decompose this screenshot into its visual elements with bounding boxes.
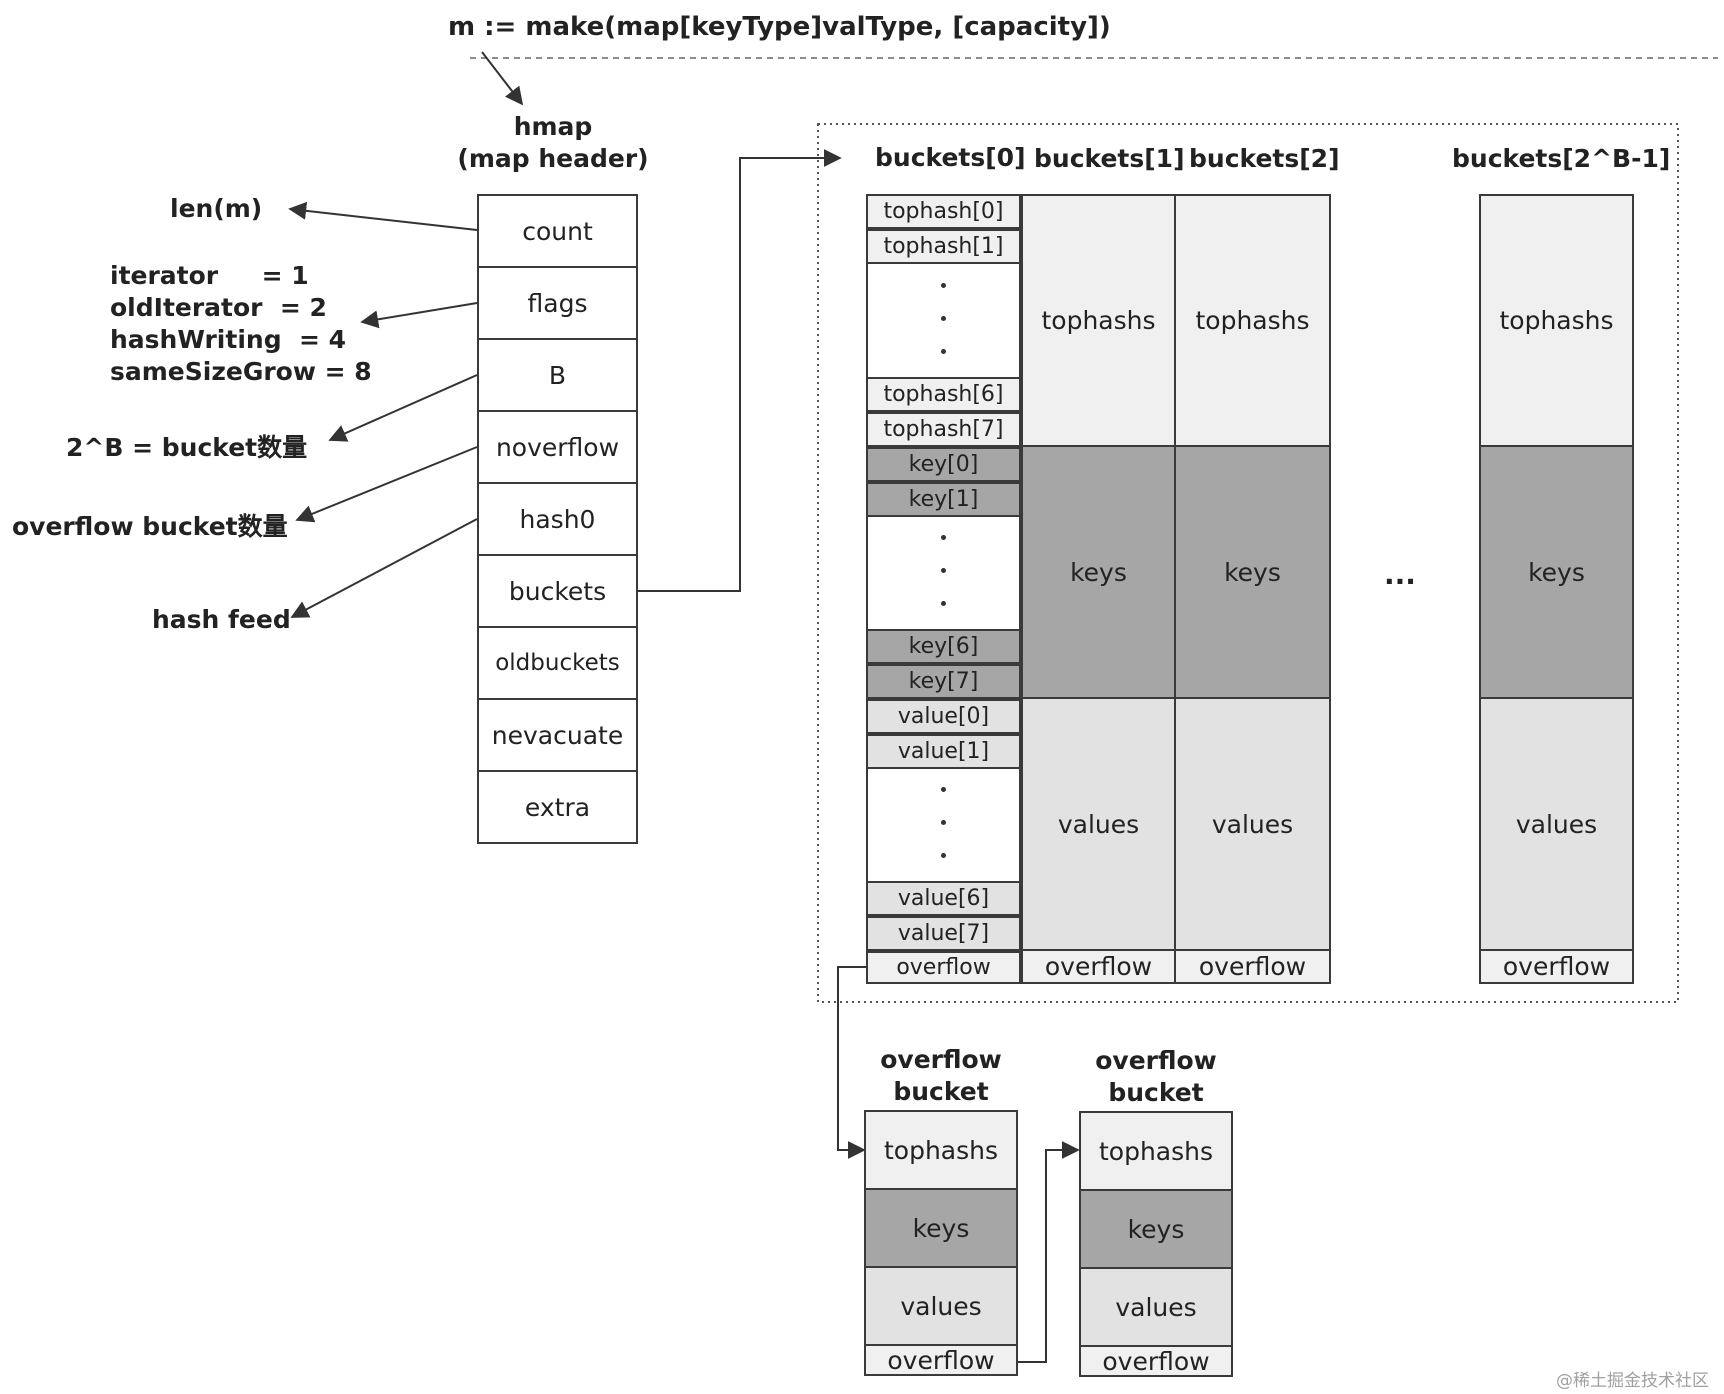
- hmap-field-nevacuate: nevacuate: [477, 698, 638, 772]
- bucket-last-tophashs: tophashs: [1479, 194, 1634, 447]
- hash0-to-annotation-arrow: [290, 518, 478, 618]
- flags-to-annotation-arrow: [360, 302, 478, 329]
- overflow-bucket-2-tophashs: tophashs: [1079, 1111, 1233, 1191]
- bucket-header-0: buckets[0]: [875, 143, 1026, 172]
- bucket0-overflow-arrow: [837, 966, 866, 1159]
- bucket-0-key-1: key[1]: [866, 482, 1021, 517]
- bucket-1-values: values: [1021, 697, 1176, 951]
- bucket-0-value-6: value[6]: [866, 881, 1021, 916]
- bucket-0-value-1: value[1]: [866, 734, 1021, 769]
- count-to-len-arrow: [288, 201, 478, 231]
- bucket-1-tophashs: tophashs: [1021, 194, 1176, 447]
- annotation-flag-hashwriting: hashWriting = 4: [110, 325, 347, 354]
- overflow-chain-arrow: [1016, 1141, 1080, 1363]
- hmap-field-oldbuckets: oldbuckets: [477, 626, 638, 700]
- bucket-last-values: values: [1479, 697, 1634, 951]
- bucket-0-value-ellipsis-dot: [941, 820, 946, 825]
- hmap-field-flags: flags: [477, 266, 638, 340]
- bucket-0-key-6: key[6]: [866, 629, 1021, 664]
- bucket-0-tophash-ellipsis-dot: [941, 283, 946, 288]
- annotation-hash-feed: hash feed: [152, 605, 291, 634]
- overflow-bucket-2-keys: keys: [1079, 1189, 1233, 1269]
- overflow-bucket-2-title-line2: bucket: [1108, 1078, 1204, 1107]
- bucket-2-keys: keys: [1174, 445, 1331, 699]
- bucket-0-value-ellipsis-dot: [941, 853, 946, 858]
- overflow-bucket-1-overflow: overflow: [864, 1344, 1018, 1376]
- hmap-subtitle: (map header): [457, 144, 649, 173]
- bucket-0-frame: [866, 194, 1021, 984]
- overflow-bucket-2-title-line1: overflow: [1095, 1046, 1217, 1075]
- buckets-pointer-arrow: [637, 149, 842, 592]
- annotation-bucket-count: 2^B = bucket数量: [66, 433, 308, 462]
- bucket-0-key-0: key[0]: [866, 447, 1021, 482]
- watermark: @稀土掘金技术社区: [1556, 1371, 1709, 1391]
- overflow-bucket-1-values: values: [864, 1266, 1018, 1346]
- bucket-0-key-7: key[7]: [866, 664, 1021, 699]
- hmap-field-buckets: buckets: [477, 554, 638, 628]
- hmap-field-b: B: [477, 338, 638, 412]
- bucket-header-2: buckets[2]: [1189, 144, 1340, 173]
- bucket-0-key-ellipsis-dot: [941, 601, 946, 606]
- bucket-0-overflow: overflow: [866, 951, 1021, 984]
- annotation-flag-samesizegrow: sameSizeGrow = 8: [110, 357, 372, 386]
- bucket-0-key-ellipsis-dot: [941, 535, 946, 540]
- overflow-bucket-1-tophashs: tophashs: [864, 1110, 1018, 1190]
- bucket-2-values: values: [1174, 697, 1331, 951]
- overflow-bucket-1-title-line1: overflow: [880, 1045, 1002, 1074]
- bucket-2-tophashs: tophashs: [1174, 194, 1331, 447]
- bucket-header-1: buckets[1]: [1034, 144, 1185, 173]
- annotation-flag-olditerator: oldIterator = 2: [110, 293, 327, 322]
- annotation-flag-iterator: iterator = 1: [110, 261, 309, 290]
- annotation-len: len(m): [170, 194, 263, 223]
- bucket-0-tophash-1: tophash[1]: [866, 229, 1021, 264]
- bucket-last-keys: keys: [1479, 445, 1634, 699]
- b-to-annotation-arrow: [328, 374, 478, 442]
- hmap-field-noverflow: noverflow: [477, 410, 638, 484]
- bucket-0-value-0: value[0]: [866, 699, 1021, 734]
- bucket-0-tophash-7: tophash[7]: [866, 412, 1021, 447]
- bucket-0-tophash-ellipsis-dot: [941, 349, 946, 354]
- hmap-field-extra: extra: [477, 770, 638, 844]
- bucket-array-container: [817, 123, 1679, 1003]
- bucket-0-value-7: value[7]: [866, 916, 1021, 951]
- hmap-field-count: count: [477, 194, 638, 268]
- overflow-bucket-2-values: values: [1079, 1267, 1233, 1347]
- bucket-1-overflow: overflow: [1021, 949, 1176, 984]
- bucket-2-overflow: overflow: [1174, 949, 1331, 984]
- hmap-title: hmap: [513, 112, 593, 141]
- bucket-0-value-ellipsis-dot: [941, 787, 946, 792]
- overflow-bucket-1-keys: keys: [864, 1188, 1018, 1268]
- overflow-bucket-1-title-line2: bucket: [893, 1077, 989, 1106]
- overflow-bucket-2-overflow: overflow: [1079, 1345, 1233, 1377]
- hmap-field-hash0: hash0: [477, 482, 638, 556]
- make-to-hmap-arrow: [481, 51, 524, 106]
- bucket-0-tophash-ellipsis-dot: [941, 316, 946, 321]
- noverflow-to-annotation-arrow: [295, 446, 478, 523]
- bucket-0-tophash-6: tophash[6]: [866, 377, 1021, 412]
- bucket-1-keys: keys: [1021, 445, 1176, 699]
- bucket-last-overflow: overflow: [1479, 949, 1634, 984]
- bucket-header-last: buckets[2^B-1]: [1452, 144, 1671, 173]
- bucket-0-tophash-0: tophash[0]: [866, 194, 1021, 229]
- bucket-0-key-ellipsis-dot: [941, 568, 946, 573]
- annotation-overflow-bucket-count: overflow bucket数量: [12, 512, 288, 541]
- make-expression: m := make(map[keyType]valType, [capacity…: [448, 12, 1111, 42]
- buckets-ellipsis: ...: [1384, 558, 1416, 591]
